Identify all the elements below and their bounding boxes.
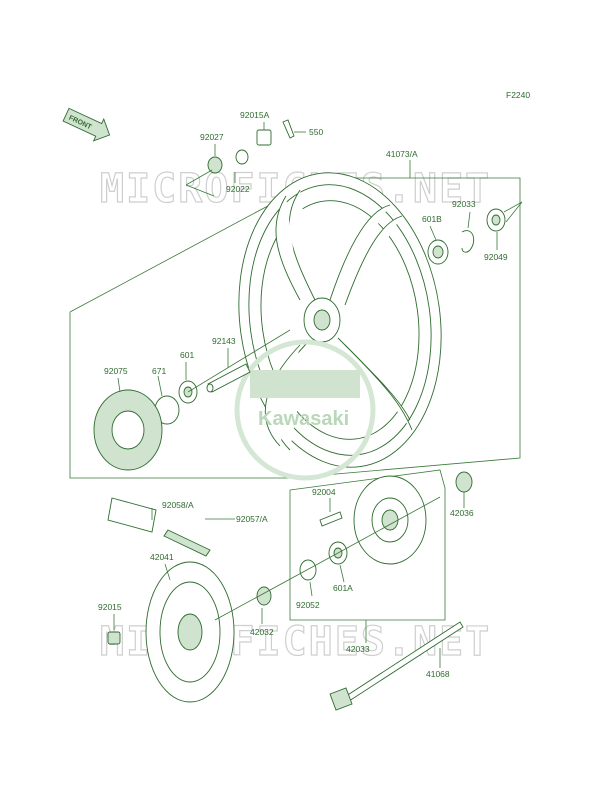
part-92015A [256, 122, 272, 146]
kawasaki-logo: Kawasaki [234, 339, 376, 481]
label-550: 550 [309, 127, 323, 137]
part-42036 [455, 471, 473, 508]
part-92027 [207, 144, 223, 174]
part-601A [328, 541, 348, 583]
label-92075: 92075 [104, 366, 128, 376]
label-41068: 41068 [426, 669, 450, 679]
label-42036: 42036 [450, 508, 474, 518]
part-92033 [461, 211, 475, 253]
part-92004 [319, 498, 343, 527]
part-42041-sprocket [145, 561, 235, 703]
label-92027: 92027 [200, 132, 224, 142]
label-42033: 42033 [346, 644, 370, 654]
label-92022: 92022 [226, 184, 250, 194]
hub-group-outline [289, 469, 446, 621]
label-42041: 42041 [150, 552, 174, 562]
part-92049 [486, 201, 523, 250]
label-92052: 92052 [296, 600, 320, 610]
guide-line-hub [214, 496, 441, 621]
label-671: 671 [152, 366, 166, 376]
part-92022 [234, 149, 249, 183]
part-92143 [206, 348, 251, 393]
drive-chain [107, 497, 211, 557]
figure-code: F2240 [506, 90, 530, 100]
part-601 [178, 362, 198, 404]
logo-text: Kawasaki [258, 408, 349, 430]
label-92015: 92015 [98, 602, 122, 612]
label-92143: 92143 [212, 336, 236, 346]
label-601A: 601A [333, 583, 353, 593]
part-41068-axle [329, 621, 464, 711]
label-41073A: 41073/A [386, 149, 418, 159]
label-92057A: 92057/A [236, 514, 268, 524]
label-601B: 601B [422, 214, 442, 224]
part-92052 [299, 559, 317, 597]
label-92058A: 92058/A [162, 500, 194, 510]
part-92015 [107, 614, 121, 645]
label-92033: 92033 [452, 199, 476, 209]
part-550 [282, 119, 306, 139]
part-601B [427, 225, 449, 265]
label-92049: 92049 [484, 252, 508, 262]
label-92015A: 92015A [240, 110, 270, 120]
label-601: 601 [180, 350, 194, 360]
label-42032: 42032 [250, 627, 274, 637]
front-arrow-icon: FRONT [62, 107, 111, 142]
guide-line-axle [187, 329, 291, 393]
sprocket-hub [353, 475, 427, 565]
label-92004: 92004 [312, 487, 336, 497]
part-92075 [93, 377, 163, 471]
